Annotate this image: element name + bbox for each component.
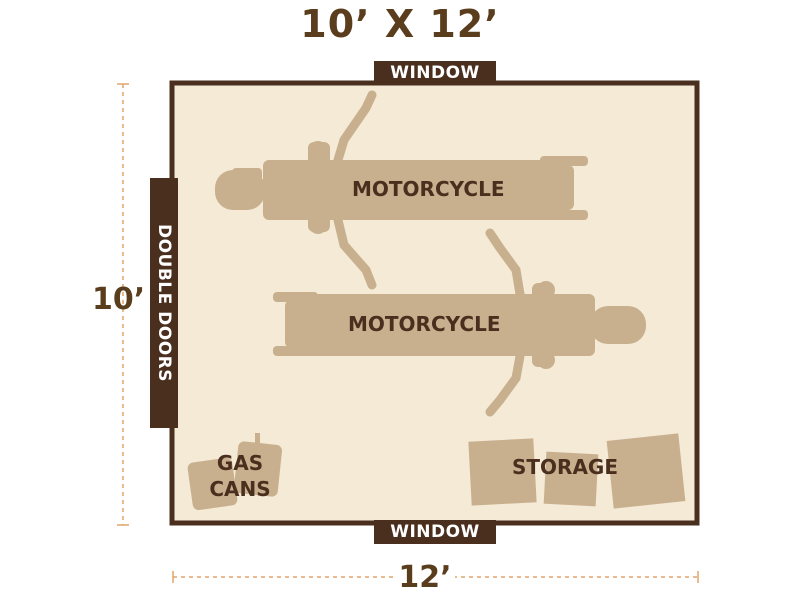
width-dimension-line	[172, 571, 699, 583]
width-dimension-label: 12’	[395, 560, 455, 595]
motorcycle-2-shape	[273, 228, 646, 417]
height-dimension-line	[117, 83, 129, 526]
motorcycle-1-label: MOTORCYCLE	[352, 177, 505, 201]
gas-cans-label-line1: GAS	[216, 451, 264, 475]
height-dimension-label: 10’	[92, 282, 146, 317]
storage-label: STORAGE	[512, 455, 619, 479]
plan-title: 10’ X 12’	[300, 2, 500, 46]
gas-cans-shape	[187, 433, 283, 511]
gas-cans-label-line2: CANS	[209, 477, 271, 501]
storage-boxes-shape	[468, 433, 686, 509]
motorcycle-1-shape	[215, 90, 588, 290]
double-doors-label: DOUBLE DOORS	[154, 223, 174, 383]
window-top-label: WINDOW	[374, 61, 496, 85]
double-doors: DOUBLE DOORS	[150, 178, 178, 428]
motorcycle-2-label: MOTORCYCLE	[348, 312, 501, 336]
window-bottom-label: WINDOW	[374, 520, 496, 544]
